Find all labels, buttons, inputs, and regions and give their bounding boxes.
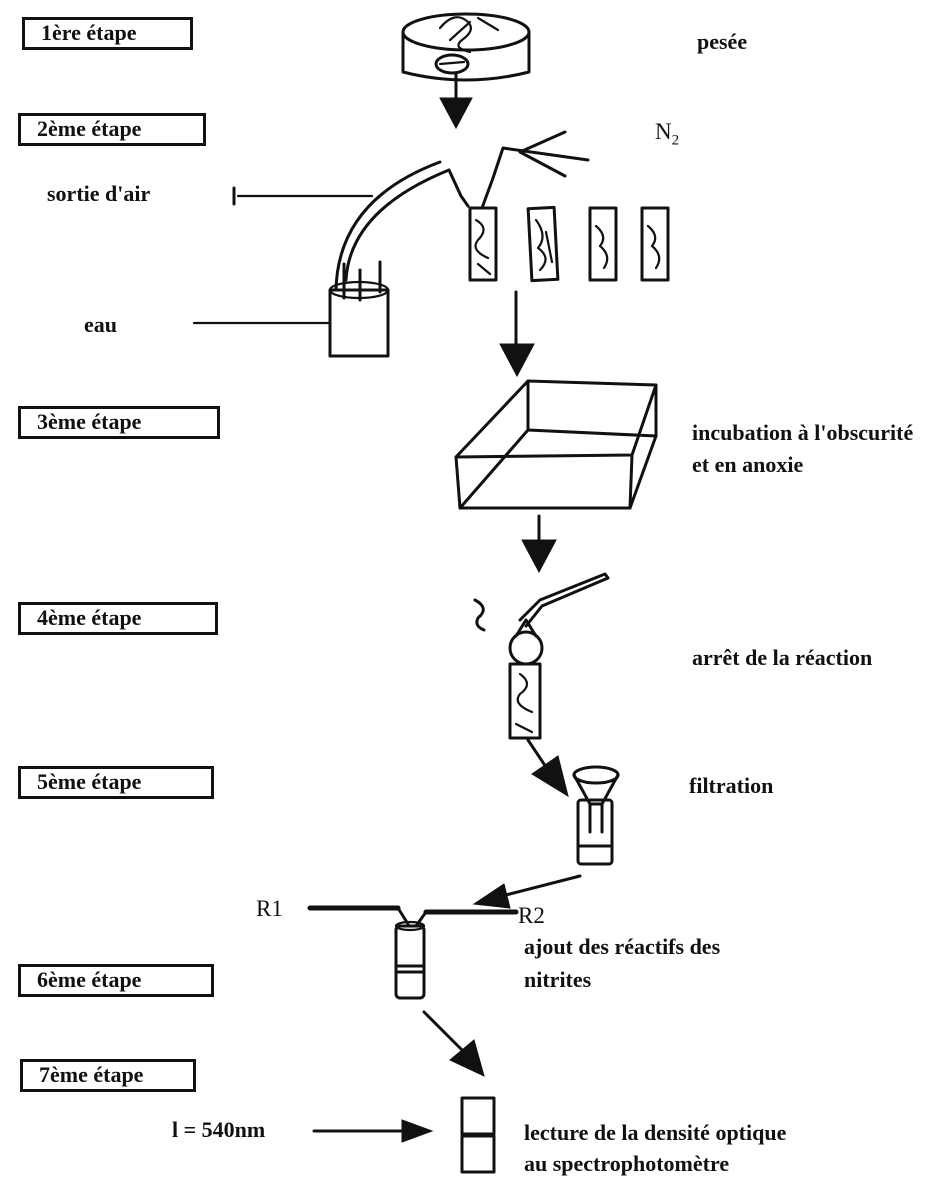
incubation-tubes-icon	[468, 205, 670, 283]
ajout-label-line1: ajout des réactifs des	[524, 934, 721, 959]
arrow-step6-to-7	[422, 1010, 485, 1077]
step-2-box: 2ème étape	[18, 113, 206, 146]
nitrogen-tubing-icon	[447, 130, 590, 210]
n2-base: N	[655, 119, 672, 144]
lecture-label-line1: lecture de la densité optique	[524, 1120, 787, 1145]
arrow-step2-to-3	[499, 290, 535, 378]
reagent-pipettes-icon	[307, 905, 519, 928]
weighing-dish-icon	[401, 12, 531, 82]
r2-label: R2	[518, 903, 545, 928]
lecture-label-line2: au spectrophotomètre	[524, 1151, 730, 1176]
eau-label: eau	[84, 312, 117, 337]
reaction-tube-icon	[394, 920, 426, 1000]
n2-label: N2	[655, 118, 679, 155]
step-3-box: 3ème étape	[18, 406, 220, 439]
filtration-label: filtration	[689, 773, 774, 798]
step-4-box: 4ème étape	[18, 602, 218, 635]
incubation-box-icon	[454, 379, 658, 510]
n2-subscript: 2	[671, 132, 680, 149]
step-6-box: 6ème étape	[18, 964, 214, 997]
step-5-box: 5ème étape	[18, 766, 214, 799]
wavelength-label: l = 540nm	[172, 1117, 266, 1142]
arrow-step5-to-6	[472, 874, 582, 909]
step-7-box: 7ème étape	[20, 1059, 196, 1092]
r1-label: R1	[256, 896, 283, 921]
arrow-step1-to-2	[439, 72, 473, 130]
step-1-box: 1ère étape	[22, 17, 193, 50]
reaction-stop-icon	[473, 572, 610, 740]
arret-label: arrêt de la réaction	[692, 645, 873, 670]
ajout-label-line2: nitrites	[524, 967, 592, 992]
arrow-step4-to-5	[526, 738, 569, 798]
sortie-air-label: sortie d'air	[47, 181, 151, 206]
wavelength-arrow	[312, 1119, 434, 1143]
incubation-label-line2: et en anoxie	[692, 452, 804, 477]
air-outlet-tubing-icon	[232, 160, 451, 292]
cuvette-icon	[460, 1096, 496, 1174]
incubation-label-line1: incubation à l'obscurité	[692, 420, 914, 445]
funnel-icon	[572, 765, 620, 866]
water-jar-icon	[192, 260, 390, 358]
pesee-label: pesée	[697, 29, 748, 54]
arrow-step3-to-4	[521, 514, 557, 574]
